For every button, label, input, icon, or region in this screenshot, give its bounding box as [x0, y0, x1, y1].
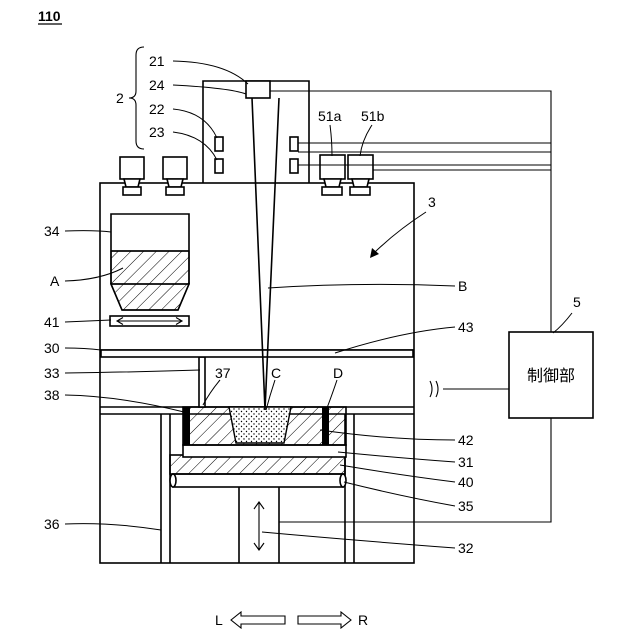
seal-38-right: [322, 407, 329, 445]
label-D: D: [333, 365, 343, 381]
detector-51b: [348, 155, 373, 195]
label-41: 41: [44, 314, 60, 330]
label-43: 43: [458, 319, 474, 335]
rod-35: [170, 474, 346, 487]
label-B: B: [458, 278, 467, 294]
label-22: 22: [149, 101, 165, 117]
detector-51a: [320, 155, 345, 195]
label-C: C: [271, 365, 281, 381]
label-42: 42: [458, 432, 474, 448]
label-37: 37: [215, 365, 231, 381]
label-3: 3: [428, 194, 436, 210]
recoater-41: [110, 316, 189, 326]
label-23: 23: [149, 124, 165, 140]
seal-38-left: [183, 407, 190, 445]
label-32: 32: [458, 540, 474, 556]
hopper-34: [111, 214, 189, 310]
label-51a: 51a: [318, 108, 342, 124]
coil-22-left: [215, 137, 223, 151]
right-arrow: [298, 612, 351, 628]
label-5: 5: [573, 294, 581, 310]
gun-21: [246, 81, 270, 98]
coil-23-right: [290, 159, 298, 173]
label-21: 21: [149, 53, 165, 69]
label-35: 35: [458, 498, 474, 514]
label-38: 38: [44, 387, 60, 403]
label-A: A: [50, 273, 60, 289]
plate-31: [183, 445, 346, 457]
stage-40: [170, 455, 345, 474]
beam-B: [252, 98, 279, 410]
pillar-33: [199, 357, 205, 407]
coil-23-left: [215, 159, 223, 173]
direction-indicator: L R: [215, 612, 368, 628]
coil-22-right: [290, 137, 298, 151]
label-51b: 51b: [361, 108, 385, 124]
detector-left-1: [120, 157, 144, 195]
shaft-32: [239, 487, 279, 563]
controller-label: 制御部: [527, 367, 575, 385]
left-arrow: [231, 612, 285, 628]
label-30: 30: [44, 340, 60, 356]
plate-43: [101, 350, 413, 357]
label-2: 2: [116, 90, 124, 106]
label-34: 34: [44, 223, 60, 239]
group-2-brace: [129, 47, 144, 149]
label-31: 31: [458, 454, 474, 470]
detector-left-2: [163, 157, 187, 195]
label-36: 36: [44, 516, 60, 532]
figure-number: 110: [38, 8, 61, 24]
label-33: 33: [44, 365, 60, 381]
direction-left-label: L: [215, 612, 223, 628]
direction-right-label: R: [358, 612, 368, 628]
label-24: 24: [149, 77, 165, 93]
label-40: 40: [458, 474, 474, 490]
